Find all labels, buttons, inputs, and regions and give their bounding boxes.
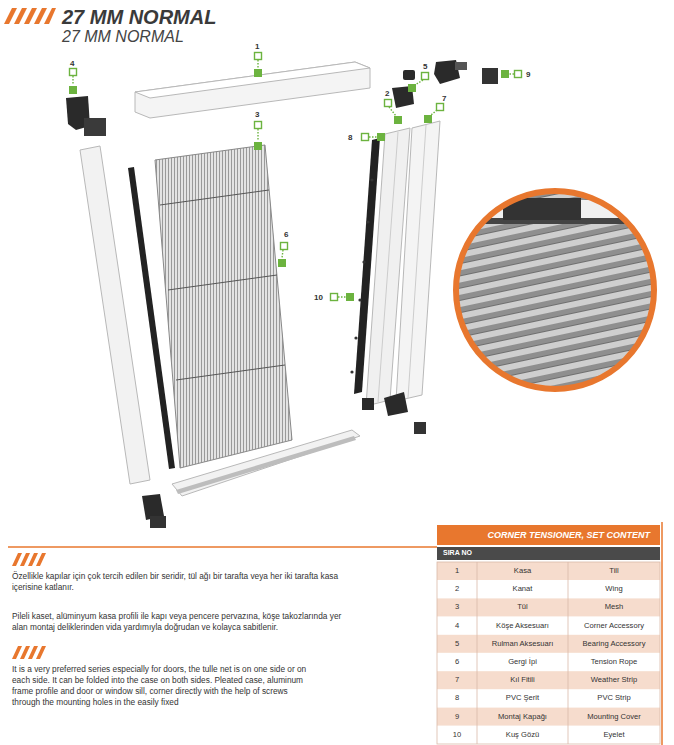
table-cell: Kuş Gözü <box>477 726 568 744</box>
callout-number: 6 <box>284 230 288 239</box>
callout-number: 10 <box>314 293 323 302</box>
frame-parts <box>80 62 440 496</box>
node-text: CORNER TENSIONER, SET CONTENT <box>443 530 650 540</box>
node-text: SIRA NO <box>443 549 654 556</box>
description-tr: Pileli kaset, alüminyum kasa profili ile… <box>12 611 342 633</box>
table-cell: 3 <box>437 598 477 616</box>
table-cell: 1 <box>437 562 477 580</box>
table-cell: 9 <box>437 708 477 726</box>
callout-number: 9 <box>526 70 530 79</box>
table-cell: Köşe Aksesuarı <box>477 617 568 635</box>
table-cell: 4 <box>437 617 477 635</box>
table-cell: 6 <box>437 653 477 671</box>
diagram-title: 27 MM NORMAL <box>62 6 216 28</box>
table-cell: Kıl Fitili <box>477 671 568 689</box>
callout-number: 5 <box>423 62 427 71</box>
table-cell: 7 <box>437 671 477 689</box>
table-cell: Wing <box>568 580 660 598</box>
callout-number: 1 <box>255 42 259 51</box>
table-cell: PVC Strip <box>568 689 660 707</box>
callout-number: 3 <box>255 110 259 119</box>
table-cell: Weather Strip <box>568 671 660 689</box>
table-cell: Mesh <box>568 598 660 616</box>
table-grid <box>437 522 662 745</box>
title-icon <box>4 8 56 24</box>
section-icon <box>12 553 46 659</box>
callout-number: 4 <box>70 59 74 68</box>
description-tr: Özellikle kapılar için çok tercih edilen… <box>12 571 342 593</box>
callout-markers <box>69 53 522 302</box>
eyelets <box>350 178 373 373</box>
zoom-detail <box>440 191 674 389</box>
table-cell: Tension Rope <box>568 653 660 671</box>
table-header: CORNER TENSIONER, SET CONTENT <box>437 525 660 545</box>
accessories <box>66 60 498 528</box>
table-cell: Gergi İpi <box>477 653 568 671</box>
table-cell: Corner Accessory <box>568 617 660 635</box>
table-cell: Eyelet <box>568 726 660 744</box>
divider <box>8 546 437 548</box>
table-cell: Kanat <box>477 580 568 598</box>
table-cell: Montaj Kapağı <box>477 708 568 726</box>
table-cell: Bearing Accessory <box>568 635 660 653</box>
table-cell: 8 <box>437 689 477 707</box>
table-cell: 5 <box>437 635 477 653</box>
table-cell: 2 <box>437 580 477 598</box>
table-cell: Tül <box>477 598 568 616</box>
table-cell: PVC Şerit <box>477 689 568 707</box>
description-en: It is a very preferred series especially… <box>12 664 312 708</box>
table-cell: Rulman Aksesuarı <box>477 635 568 653</box>
column-header: SIRA NO <box>437 547 660 560</box>
subtitle: 27 MM NORMAL <box>62 28 184 46</box>
callout-number: 8 <box>348 133 352 142</box>
callout-number: 2 <box>385 89 389 98</box>
table-cell: Till <box>568 562 660 580</box>
callout-number: 7 <box>442 94 446 103</box>
table-cell: 10 <box>437 726 477 744</box>
table-cell: Mounting Cover <box>568 708 660 726</box>
table-cell: Kasa <box>477 562 568 580</box>
